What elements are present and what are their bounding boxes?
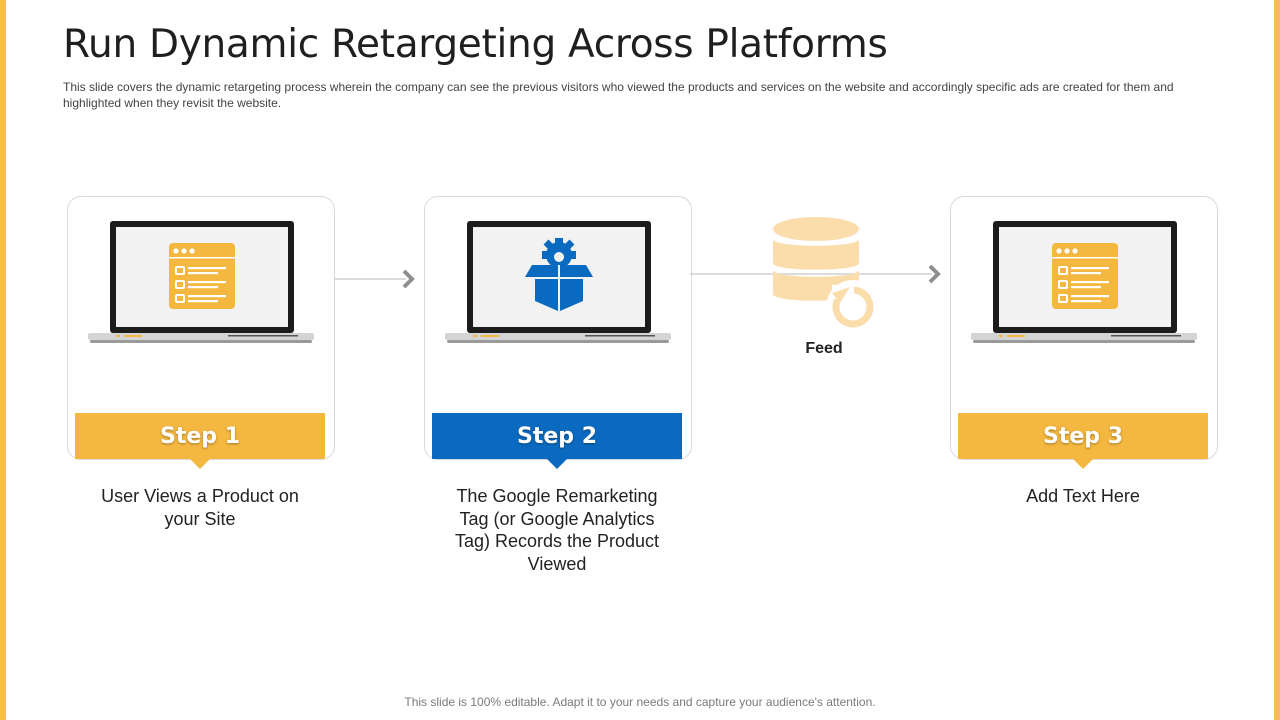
database-refresh-icon (773, 217, 880, 334)
connector-arrow-1 (334, 269, 415, 289)
web-page-list-icon (1052, 243, 1118, 309)
step-3-banner: Step 3 (958, 413, 1208, 469)
laptop-icon (88, 221, 314, 343)
step-1-description: User Views a Product on your Site (101, 486, 299, 529)
step-1-banner: Step 1 (75, 413, 325, 469)
web-page-list-icon (169, 243, 235, 309)
step-2-banner: Step 2 (432, 413, 682, 469)
feed-label: Feed (805, 340, 843, 357)
right-accent-bar (1274, 0, 1280, 720)
step-3-description: Add Text Here (1026, 486, 1140, 506)
slide-subtitle: This slide covers the dynamic retargetin… (63, 80, 1174, 110)
slide-footer: This slide is 100% editable. Adapt it to… (404, 695, 876, 709)
left-accent-bar (0, 0, 6, 720)
slide-title: Run Dynamic Retargeting Across Platforms (63, 22, 888, 67)
connector-arrow-2 (690, 264, 941, 284)
laptop-icon (445, 221, 671, 343)
laptop-icon (971, 221, 1197, 343)
product-box-gear-icon (525, 238, 593, 311)
step-2-description: The Google Remarketing Tag (or Google An… (454, 486, 660, 574)
